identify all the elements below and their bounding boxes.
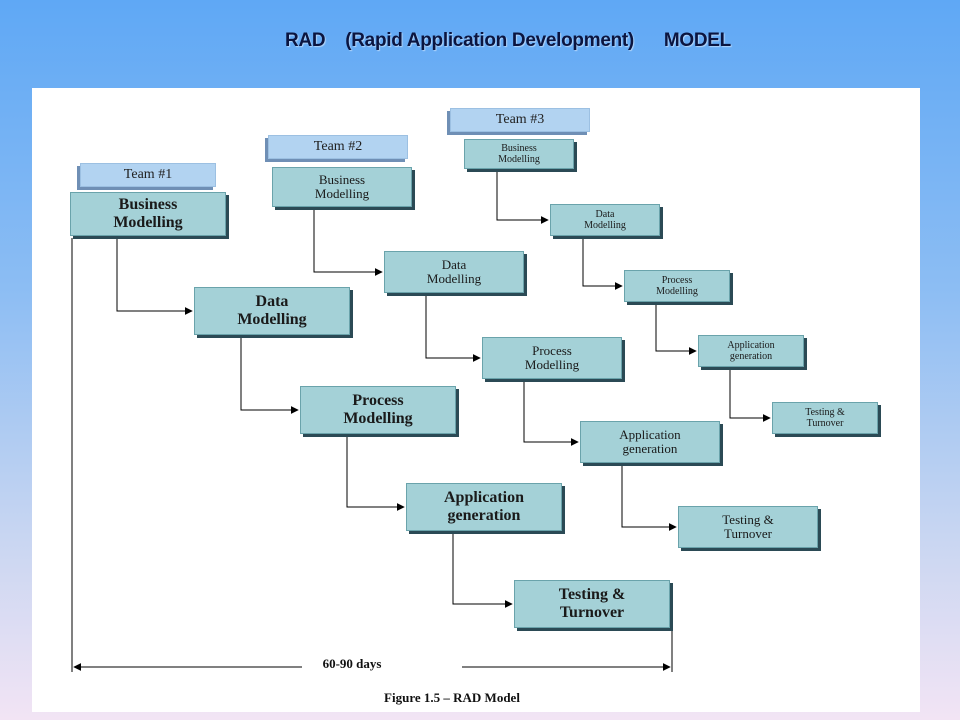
team-1-business-modelling: Business Modelling — [70, 192, 226, 236]
team-2-connector-3 — [523, 379, 579, 446]
team-3-label: Team #3 — [450, 108, 590, 132]
team-1-testing-turnover: Testing & Turnover — [514, 580, 670, 628]
team-3-connector-1 — [496, 169, 549, 224]
slide-title: RAD (Rapid Application Development) MODE… — [285, 30, 731, 51]
team-1-data-modelling: Data Modelling — [194, 287, 350, 335]
team-2-connector-4 — [621, 463, 677, 531]
duration-label: 60-90 days — [302, 656, 402, 672]
team-1-connector-3 — [346, 434, 405, 511]
team-3-connector-3 — [655, 302, 697, 355]
connector-layer — [71, 169, 771, 672]
team-1-process-modelling: Process Modelling — [300, 386, 456, 434]
team-1-application-generation: Application generation — [406, 483, 562, 531]
team-2-connector-2 — [425, 293, 481, 362]
team-1-connector-1 — [116, 236, 193, 315]
team-3-business-modelling: Business Modelling — [464, 139, 574, 169]
team-1-connector-4 — [452, 531, 513, 608]
team-2-business-modelling: Business Modelling — [272, 167, 412, 207]
figure-caption: Figure 1.5 – RAD Model — [384, 690, 520, 705]
team-2-process-modelling: Process Modelling — [482, 337, 622, 379]
team-2-testing-turnover: Testing & Turnover — [678, 506, 818, 548]
team-2-label: Team #2 — [268, 135, 408, 159]
team-3-connector-4 — [729, 367, 771, 422]
team-2-application-generation: Application generation — [580, 421, 720, 463]
team-3-connector-2 — [582, 236, 623, 290]
team-3-data-modelling: Data Modelling — [550, 204, 660, 236]
duration-span — [71, 238, 673, 672]
team-2-connector-1 — [313, 207, 383, 276]
team-1-connector-2 — [240, 335, 299, 414]
team-1-label: Team #1 — [80, 163, 216, 187]
rad-model-figure: Team #1 Team #2 Team #3 Business Modelli… — [32, 88, 920, 712]
team-3-application-generation: Application generation — [698, 335, 804, 367]
team-3-process-modelling: Process Modelling — [624, 270, 730, 302]
team-3-testing-turnover: Testing & Turnover — [772, 402, 878, 434]
team-2-data-modelling: Data Modelling — [384, 251, 524, 293]
